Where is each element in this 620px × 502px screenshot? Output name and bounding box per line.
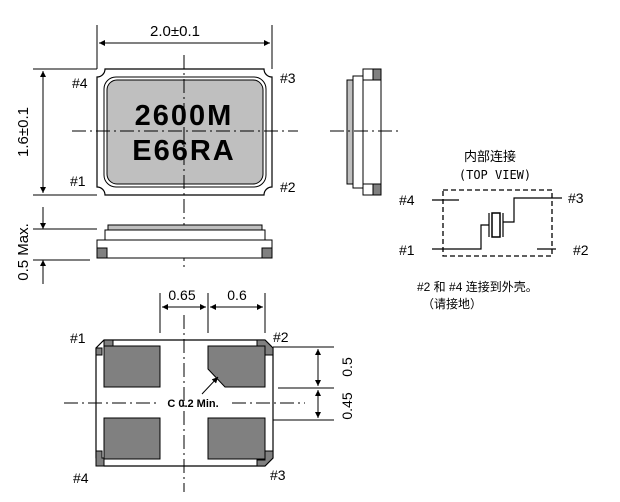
fp-pin-label-2: #2 (273, 329, 289, 345)
front-lid (107, 224, 263, 231)
package-outline-dashed (442, 189, 553, 257)
side-seal-ring (352, 75, 364, 189)
pad-width-dim: 0.6 (227, 287, 247, 303)
pin-label-3: #3 (280, 70, 296, 86)
pin-1-wire (432, 224, 489, 250)
internal-subtitle: (TOP VIEW) (459, 168, 531, 182)
pad-gap-dim: 0.45 (339, 392, 355, 419)
internal-connection-diagram: 内部连接 (TOP VIEW) #4 #3 #1 #2 #2 和 #4 连接到外… (399, 149, 589, 311)
marking-line2: E66RA (132, 135, 236, 167)
chamfer-leader-arrow (201, 376, 219, 395)
lid (106, 79, 264, 185)
pad-height-dim: 0.5 (339, 357, 355, 377)
side-lid (346, 79, 354, 185)
front-seal-ring (104, 229, 266, 241)
package-body (96, 68, 273, 196)
internal-title: 内部连接 (464, 149, 516, 165)
pad-1 (103, 345, 161, 388)
chamfer-note: C 0.2 Min. (167, 398, 218, 410)
pin-3-wire (503, 197, 562, 223)
fp-pin-label-1: #1 (70, 330, 86, 346)
conn-pin-1: #1 (399, 242, 415, 258)
crystal-icon (491, 212, 501, 238)
conn-pin-4: #4 (399, 192, 415, 208)
front-pad-left (96, 247, 108, 259)
right-side-view (330, 68, 400, 196)
seal-ring (103, 76, 267, 188)
top-view: 2.0±0.1 1.6±0.1 2600M E66RA #4 #3 #1 #2 (15, 23, 298, 270)
conn-pin-2: #2 (573, 242, 589, 258)
pad-spacing-dim: 0.65 (168, 287, 195, 303)
front-side-view: 0.5 Max. (15, 207, 273, 284)
side-pad-bottom (372, 183, 382, 196)
pin-label-2: #2 (280, 179, 296, 195)
footprint-view: 0.65 0.6 C 0.2 Min. 0.5 0.45 #1 #2 #3 #4 (64, 287, 355, 492)
conn-pin-3: #3 (568, 190, 584, 206)
side-pad-top (372, 68, 382, 81)
pin-label-4: #4 (72, 75, 88, 91)
front-base (96, 239, 273, 259)
thickness-dimension: 0.5 Max. (15, 223, 32, 281)
fp-pin-label-3: #3 (270, 467, 286, 483)
ground-note-2: （请接地） (422, 296, 482, 311)
pad-3 (207, 417, 266, 460)
corner-castellation (95, 450, 105, 467)
front-pad-right (261, 247, 273, 259)
pad-2 (207, 345, 266, 388)
fp-pin-label-4: #4 (73, 470, 89, 486)
width-dimension: 2.0±0.1 (150, 23, 200, 40)
side-base (362, 68, 382, 196)
ground-note: #2 和 #4 连接到外壳。 (417, 279, 538, 294)
pin-label-1: #1 (70, 173, 86, 189)
height-dimension: 1.6±0.1 (15, 107, 32, 157)
pad-4 (103, 417, 161, 460)
marking-line1: 2600M (135, 100, 234, 132)
